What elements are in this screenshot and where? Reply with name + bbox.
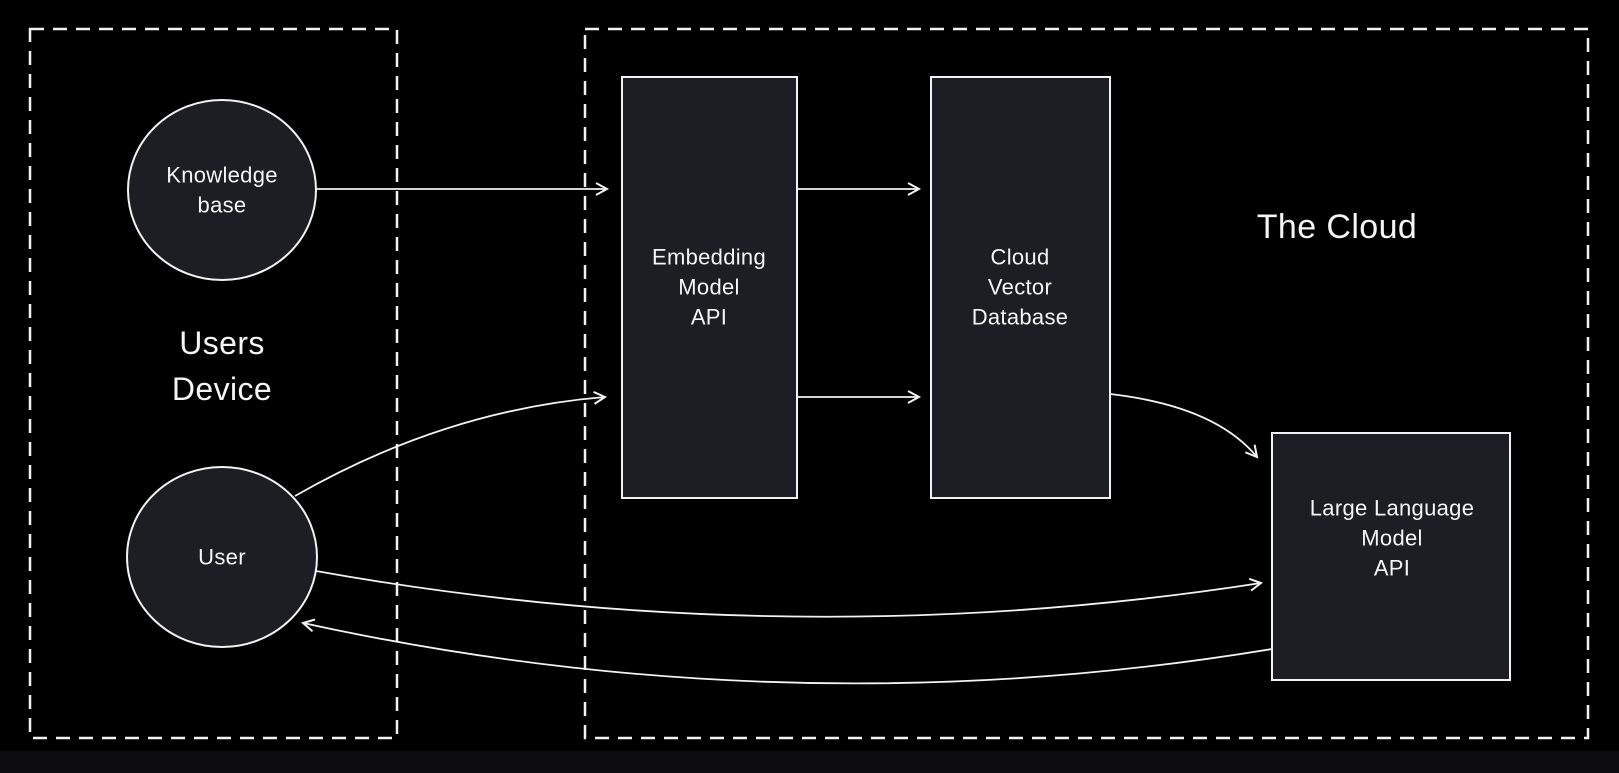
embedding-label-line3: API [691,305,727,330]
knowledge-base-circle [127,99,317,281]
llm-label-line1: Large Language [1310,496,1474,521]
edge-user-to-embedding [294,390,608,497]
bottom-strip [0,751,1619,773]
edge-user-to-llm [315,570,1264,618]
node-cloud-vector-database: Cloud Vector Database [930,76,1111,499]
node-knowledge-base: Knowledge base [127,99,317,281]
large-language-model-api-rect [1271,432,1511,681]
node-embedding-model-api: Embedding Model API [621,76,798,499]
vectordb-label-line2: Vector [988,275,1052,300]
node-user: User [126,466,318,648]
edges [294,182,1273,685]
node-large-language-model-api: Large Language Model API [1271,432,1511,681]
group-the-cloud: The Cloud [583,27,1590,740]
knowledge-base-label-line2: base [198,193,247,218]
knowledge-base-label-line1: Knowledge [166,163,278,188]
cloud-vector-database-rect [930,76,1111,499]
user-label: User [198,545,246,570]
group-users-device: Users Device [28,27,399,740]
the-cloud-title: The Cloud [1257,208,1417,246]
users-device-dashed-border [28,27,399,740]
edge-llm-to-user [300,618,1273,685]
user-circle [126,466,318,648]
vectordb-label-line3: Database [972,305,1069,330]
the-cloud-dashed-border [583,27,1590,740]
embedding-model-api-rect [621,76,798,499]
vectordb-label-line1: Cloud [991,245,1050,270]
llm-label-line3: API [1374,556,1410,581]
embedding-label-line1: Embedding [652,245,766,270]
embedding-label-line2: Model [678,275,739,300]
users-device-title-line1: Users [179,325,265,361]
edge-vectordb-to-llm [1109,393,1259,459]
users-device-title-line2: Device [172,371,272,407]
llm-label-line2: Model [1361,526,1422,551]
